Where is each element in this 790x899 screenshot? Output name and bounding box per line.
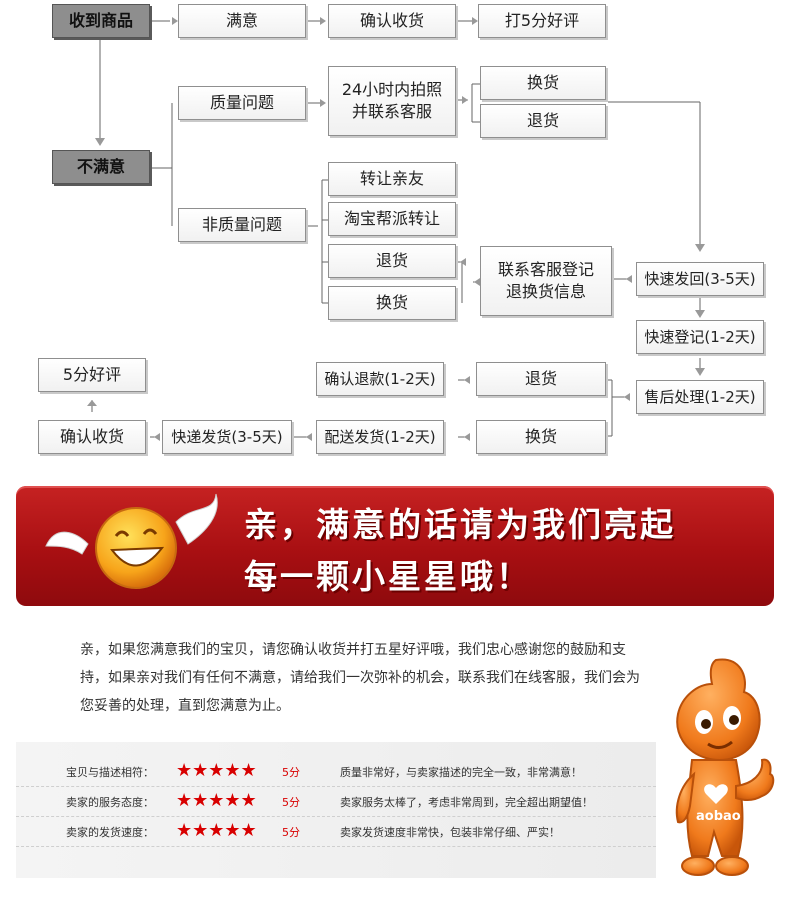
- express-back-box: 快速发回(3-5天): [636, 262, 764, 296]
- after-sale-box: 售后处理(1-2天): [636, 380, 764, 414]
- rating-row: 宝贝与描述相符： ★★★★★ 5分 质量非常好，与卖家描述的完全一致，非常满意！: [16, 760, 656, 782]
- confirm-refund-box: 确认退款(1-2天): [316, 362, 444, 396]
- mascot-logo-text: aobao: [696, 809, 741, 824]
- photo-contact-box: 24小时内拍照 并联系客服: [328, 66, 456, 136]
- row-divider: [16, 786, 656, 787]
- return-box-3: 退货: [476, 362, 606, 396]
- exchange-box-2: 换货: [328, 286, 456, 320]
- confirm-receipt-bottom-box: 确认收货: [38, 420, 146, 454]
- rating-label: 宝贝与描述相符：: [66, 766, 154, 779]
- five-star-box: 打5分好评: [478, 4, 606, 38]
- banner-line1: 亲，满意的话请为我们亮起: [244, 505, 676, 544]
- confirm-receipt-box: 确认收货: [328, 4, 456, 38]
- photo-contact-line2: 并联系客服: [351, 102, 432, 121]
- exchange-box-3: 换货: [476, 420, 606, 454]
- rating-label: 卖家的发货速度：: [66, 826, 154, 839]
- star-rating-icon: ★★★★★: [176, 820, 257, 841]
- photo-contact-line1: 24小时内拍照: [341, 80, 443, 99]
- non-quality-issue-box: 非质量问题: [178, 208, 306, 242]
- rating-desc: 卖家服务太棒了，考虑非常周到，完全超出期望值！: [340, 796, 593, 809]
- rating-label: 卖家的服务态度：: [66, 796, 154, 809]
- taobao-mascot-icon: aobao: [675, 658, 775, 876]
- star-rating-icon: ★★★★★: [176, 790, 257, 811]
- return-box-1: 退货: [480, 104, 606, 138]
- register-line2: 退换货信息: [505, 282, 586, 301]
- rating-desc: 质量非常好，与卖家描述的完全一致，非常满意！: [340, 766, 582, 779]
- row-divider: [16, 846, 656, 847]
- star-rating-icon: ★★★★★: [176, 760, 257, 781]
- flow-connectors: [87, 17, 705, 441]
- smiley-icon: [45, 493, 218, 589]
- star-banner: 亲，满意的话请为我们亮起 每一颗小星星哦！: [16, 486, 774, 606]
- rating-score: 5分: [282, 826, 300, 839]
- register-box: 联系客服登记 退换货信息: [480, 246, 612, 316]
- rating-desc: 卖家发货速度非常快，包装非常仔细、严实！: [340, 826, 560, 839]
- satisfied-box: 满意: [178, 4, 306, 38]
- register-line1: 联系客服登记: [497, 260, 594, 279]
- rating-score: 5分: [282, 796, 300, 809]
- express-ship-box: 快递发货(3-5天): [162, 420, 292, 454]
- deliver-box: 配送发货(1-2天): [316, 420, 444, 454]
- row-divider: [16, 816, 656, 817]
- received-box: 收到商品: [52, 4, 150, 38]
- rating-row: 卖家的发货速度： ★★★★★ 5分 卖家发货速度非常快，包装非常仔细、严实！: [16, 820, 656, 842]
- transfer-friends-box: 转让亲友: [328, 162, 456, 196]
- fast-register-box: 快速登记(1-2天): [636, 320, 764, 354]
- ratings-table: 宝贝与描述相符： ★★★★★ 5分 质量非常好，与卖家描述的完全一致，非常满意！…: [16, 742, 656, 878]
- five-star-bottom-box: 5分好评: [38, 358, 146, 392]
- thank-you-message: 亲，如果您满意我们的宝贝，请您确认收货并打五星好评哦，我们忠心感谢您的鼓励和支持…: [80, 642, 640, 714]
- return-box-2: 退货: [328, 244, 456, 278]
- quality-issue-box: 质量问题: [178, 86, 306, 120]
- exchange-box-1: 换货: [480, 66, 606, 100]
- rating-score: 5分: [282, 766, 300, 779]
- taobao-help-box: 淘宝帮派转让: [328, 202, 456, 236]
- rating-row: 卖家的服务态度： ★★★★★ 5分 卖家服务太棒了，考虑非常周到，完全超出期望值…: [16, 790, 656, 812]
- unsatisfied-box: 不满意: [52, 150, 150, 184]
- banner-line2: 每一颗小星星哦！: [244, 557, 532, 596]
